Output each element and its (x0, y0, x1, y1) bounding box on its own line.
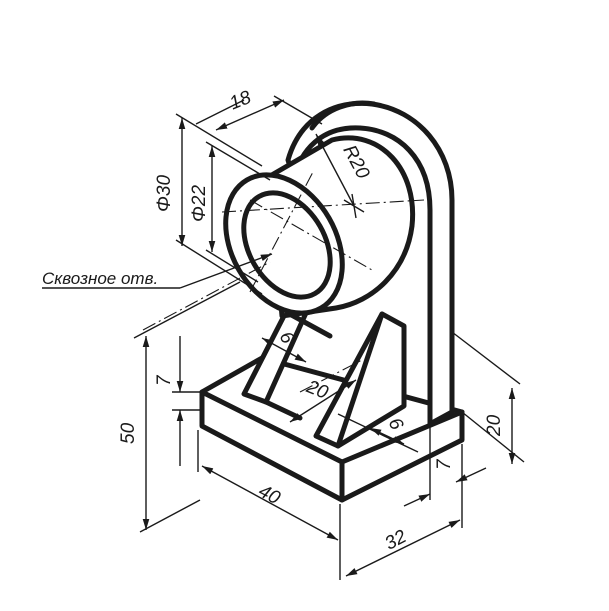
dim-7-wall-text: 7 (434, 458, 455, 470)
dim-20-side: 20 (451, 331, 525, 464)
dim-32-text: 32 (382, 526, 411, 555)
dim-d30-ext-top (175, 113, 263, 167)
dim-20-side-text: 20 (484, 414, 505, 437)
dim-32-line (345, 519, 461, 577)
dim-7-wall: 7 (403, 424, 487, 507)
dim-d30-ext-bottom (175, 239, 263, 295)
dim-d22-ext-bottom (205, 249, 259, 283)
dim-40-line (201, 465, 339, 541)
dim-40-text: 40 (255, 481, 284, 510)
dim-50-ext-top (133, 281, 241, 339)
dim-r20-line (315, 133, 355, 207)
dim-6-left-line (261, 337, 307, 363)
axis-line-horizontal (221, 199, 425, 213)
dim-d22-text: Φ22 (189, 185, 210, 222)
dim-6-right-line (369, 427, 405, 445)
dim-d22-ext-top (205, 141, 271, 181)
dim-d30: Φ30 (154, 113, 263, 295)
dim-20-gap-line (289, 379, 357, 423)
dim-d22: Φ22 (189, 141, 271, 283)
wall-top-edge (309, 100, 377, 131)
dim-18-line (215, 99, 285, 131)
through-hole-leader (179, 253, 273, 289)
dim-18: 18 (195, 87, 323, 131)
dim-50: 50 (118, 281, 241, 533)
dim-7-base: 7 (154, 336, 202, 466)
vertical-wall (285, 100, 455, 427)
base-top-front-edge (199, 389, 345, 465)
dim-50-text: 50 (118, 422, 139, 444)
dim-7-base-text: 7 (154, 374, 175, 386)
dim-18-ext-right (273, 95, 323, 125)
through-hole-label: Сквозное отв. (42, 269, 158, 288)
axis-line-vertical (249, 169, 315, 293)
dim-50-ext-bottom (139, 499, 201, 533)
dim-7-wall-arrow-left (403, 493, 431, 507)
dim-20-side-ext-top (451, 331, 521, 385)
cylinder-axis-extension (142, 261, 271, 331)
dim-r20-center-mark-b (351, 193, 357, 219)
through-hole-note: Сквозное отв. (42, 253, 273, 289)
dim-7-wall-arrow-right (455, 467, 487, 483)
right-rib-inner-edge (335, 311, 385, 449)
dim-d30-text: Φ30 (154, 175, 175, 212)
dim-18-text: 18 (227, 87, 255, 115)
through-hole (241, 190, 333, 300)
cylinder-boss (223, 135, 416, 319)
